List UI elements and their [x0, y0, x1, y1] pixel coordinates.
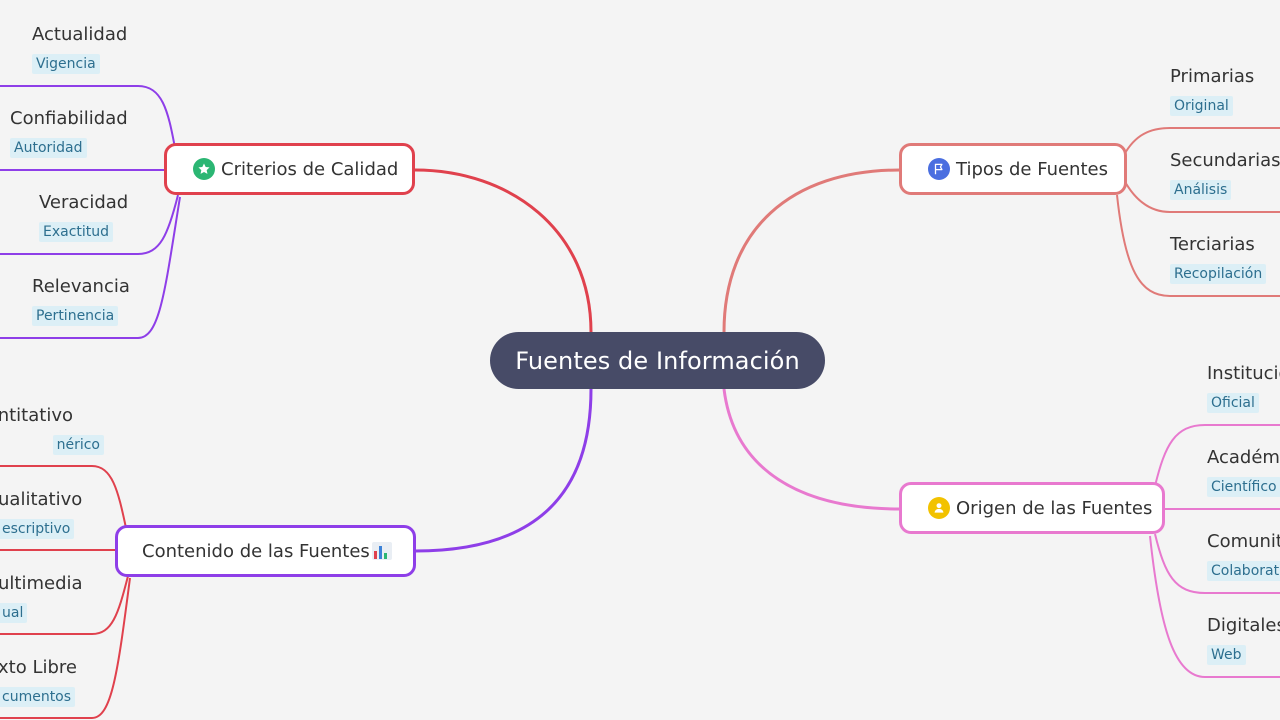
- flag-icon: [928, 158, 950, 180]
- connector-digitales: [1149, 535, 1280, 678]
- leaf-secundarias[interactable]: Secundarias Análisis: [1170, 150, 1280, 200]
- leaf-academico[interactable]: Académi Científico: [1207, 447, 1280, 497]
- connector-veracidad: [0, 194, 179, 255]
- leaf-veracidad[interactable]: Veracidad Exactitud: [39, 192, 128, 242]
- leaf-title: Secundarias: [1170, 150, 1280, 171]
- connector-central-criterios: [414, 168, 593, 333]
- tipos-connectors: [1116, 127, 1280, 297]
- leaf-primarias[interactable]: Primarias Original: [1170, 66, 1254, 116]
- branch-label: Tipos de Fuentes: [956, 158, 1108, 180]
- leaf-cualitativo[interactable]: ualitativo escriptivo: [0, 489, 82, 539]
- leaf-actualidad[interactable]: Actualidad Vigencia: [32, 24, 127, 74]
- connector-cuantitativo: [0, 465, 127, 529]
- leaf-title: Digitales: [1207, 615, 1280, 636]
- leaf-tag: Web: [1207, 645, 1246, 665]
- leaf-multimedia[interactable]: ultimedia ual: [0, 573, 83, 623]
- bar-chart-icon: [371, 542, 392, 560]
- branch-label: Criterios de Calidad: [221, 158, 399, 180]
- branch-label: Origen de las Fuentes: [956, 497, 1153, 519]
- leaf-tag: ual: [0, 603, 28, 623]
- branch-contenido-de-las-fuentes[interactable]: Contenido de las Fuentes: [115, 525, 416, 577]
- leaf-tag: Pertinencia: [32, 306, 119, 326]
- origen-connectors: [1149, 424, 1280, 678]
- connector-central-origen: [722, 388, 901, 511]
- leaf-tag: cumentos: [0, 687, 76, 707]
- leaf-tag: Autoridad: [10, 138, 87, 158]
- leaf-texto-libre[interactable]: xto Libre cumentos: [0, 657, 77, 707]
- central-topic-label: Fuentes de Información: [515, 346, 800, 375]
- connector-institucional: [1154, 424, 1280, 487]
- central-topic[interactable]: Fuentes de Información: [490, 332, 825, 389]
- leaf-tag: Vigencia: [32, 54, 100, 74]
- leaf-title: Actualidad: [32, 24, 128, 45]
- leaf-cuantitativo[interactable]: antitativo nérico: [0, 405, 104, 455]
- leaf-terciarias[interactable]: Terciarias Recopilación: [1170, 234, 1267, 284]
- leaf-title: antitativo: [0, 405, 73, 426]
- leaf-tag: Oficial: [1207, 393, 1259, 413]
- leaf-relevancia[interactable]: Relevancia Pertinencia: [32, 276, 130, 326]
- leaf-title: Terciarias: [1170, 234, 1255, 255]
- leaf-title: Académi: [1207, 447, 1280, 468]
- branch-tipos-de-fuentes[interactable]: Tipos de Fuentes: [899, 143, 1127, 195]
- leaf-title: Confiabilidad: [10, 108, 128, 129]
- branch-label: Contenido de las Fuentes: [142, 540, 370, 562]
- leaf-institucional[interactable]: Institucio Oficial: [1207, 363, 1280, 413]
- leaf-tag: Colaborati: [1207, 561, 1280, 581]
- leaf-comunitario[interactable]: Comunit Colaborati: [1207, 531, 1280, 581]
- leaf-tag: Científico: [1207, 477, 1280, 497]
- connector-central-contenido: [414, 388, 593, 553]
- leaf-title: Relevancia: [32, 276, 130, 297]
- connector-central-tipos: [722, 168, 901, 333]
- leaf-title: xto Libre: [0, 657, 77, 678]
- contenido-connectors: [0, 465, 131, 719]
- connector-comunitario: [1154, 533, 1280, 594]
- leaf-confiabilidad[interactable]: Confiabilidad Autoridad: [10, 108, 128, 158]
- leaf-digitales[interactable]: Digitales Web: [1207, 615, 1280, 665]
- leaf-title: Veracidad: [39, 192, 129, 213]
- branch-origen-de-las-fuentes[interactable]: Origen de las Fuentes: [899, 482, 1165, 534]
- leaf-tag: Original: [1170, 96, 1233, 116]
- leaf-title: ualitativo: [0, 489, 83, 510]
- connector-texto-libre: [0, 577, 131, 719]
- connector-primarias: [1123, 127, 1280, 156]
- connector-secundarias: [1123, 179, 1280, 213]
- leaf-tag: escriptivo: [0, 519, 75, 539]
- leaf-tag: Exactitud: [39, 222, 114, 242]
- leaf-title: Comunit: [1207, 531, 1280, 552]
- leaf-title: Primarias: [1170, 66, 1255, 87]
- connector-actualidad: [0, 85, 176, 149]
- star-icon: [193, 158, 215, 180]
- leaf-tag: Análisis: [1170, 180, 1232, 200]
- branch-criterios-de-calidad[interactable]: Criterios de Calidad: [164, 143, 415, 195]
- criterios-connectors: [0, 85, 181, 339]
- connector-relevancia: [0, 196, 181, 339]
- leaf-tag: Recopilación: [1170, 264, 1267, 284]
- leaf-tag: nérico: [52, 435, 104, 455]
- person-icon: [928, 497, 950, 519]
- leaf-title: Institucio: [1207, 363, 1280, 384]
- connector-terciarias: [1116, 194, 1280, 297]
- connector-multimedia: [0, 575, 129, 635]
- leaf-title: ultimedia: [0, 573, 83, 594]
